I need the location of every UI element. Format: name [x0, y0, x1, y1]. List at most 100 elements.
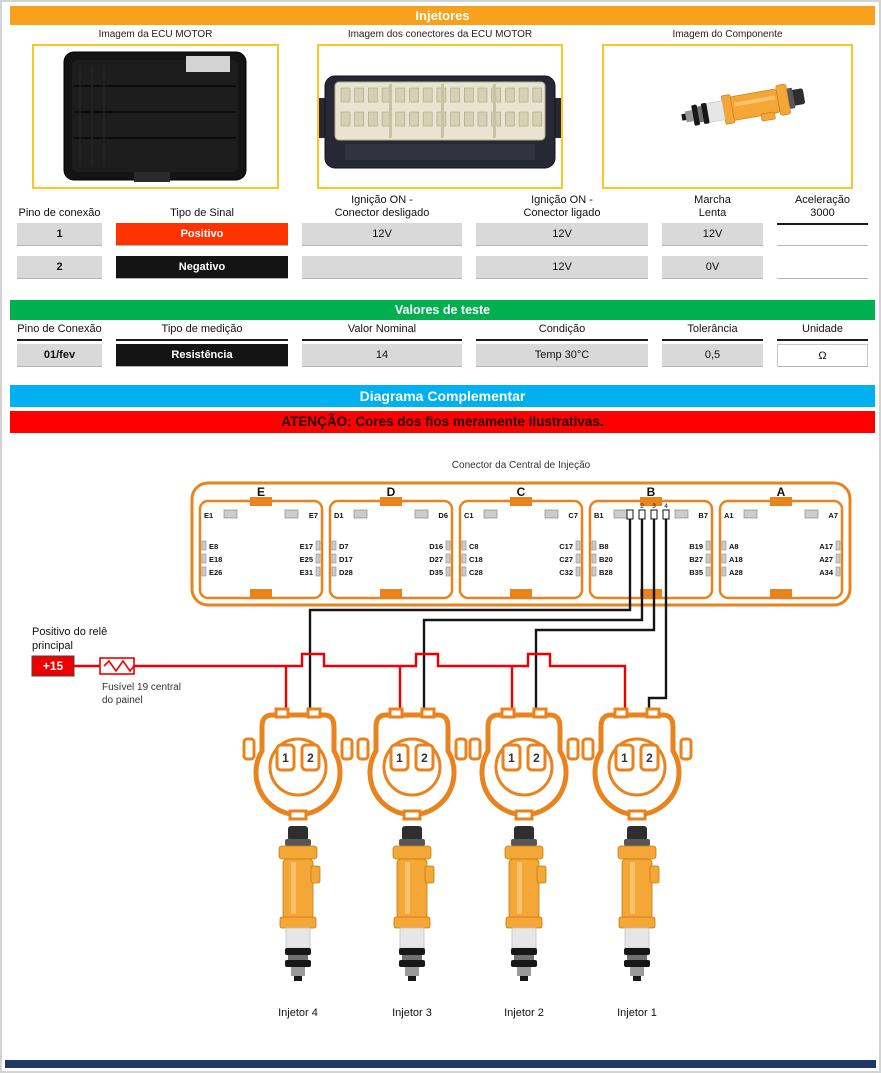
- column-header: Condição: [476, 323, 648, 341]
- injector-connector-1: [583, 709, 691, 819]
- fuse-element: [103, 659, 135, 673]
- pin-label: D16: [429, 542, 443, 551]
- column-header: Marcha Lenta: [662, 194, 763, 225]
- pin-slot: [315, 566, 321, 577]
- pin-slot: [705, 553, 711, 564]
- injector-3-label: Injetor 3: [392, 1007, 432, 1019]
- pin-label: A18: [729, 555, 743, 564]
- injector-4-label: Injetor 4: [278, 1007, 318, 1019]
- pin-slot: [414, 509, 429, 519]
- warning-banner: ATENÇÃO: Cores dos fios meramente ilustr…: [10, 411, 875, 433]
- pin-slot: [331, 540, 337, 551]
- plus15-label: +15: [43, 659, 64, 673]
- pin-slot: [674, 509, 689, 519]
- section-letter: E: [257, 485, 265, 499]
- pin-label: E17: [300, 542, 313, 551]
- test-table-row: 01/fev Resistência 14 Temp 30°C 0,5 Ω: [10, 344, 875, 367]
- diagram-title: Diagrama Complementar: [10, 385, 875, 407]
- pin-slot: [591, 540, 597, 551]
- value-cell: 12V: [476, 256, 648, 279]
- fuse-label-line-1: Fusível 19 central: [102, 682, 181, 693]
- section-bottom-tab: [380, 589, 402, 598]
- pin-slot: [804, 509, 819, 519]
- injector-photo: [602, 44, 853, 189]
- pin-label: B20: [599, 555, 613, 564]
- relay-label-line-1: Positivo do relê: [32, 626, 107, 638]
- pin-label: E31: [300, 568, 313, 577]
- condition-value: Temp 30°C: [476, 344, 648, 367]
- value-cell: 12V: [302, 223, 462, 246]
- ecu-photo-caption: Imagem da ECU MOTOR: [98, 29, 213, 40]
- pin-slot: [705, 540, 711, 551]
- pin-label: E1: [204, 511, 213, 520]
- pin-label: C32: [559, 568, 573, 577]
- ecu-photo-drawing: [63, 51, 247, 182]
- injector-1-label: Injetor 1: [617, 1007, 657, 1019]
- pin-slot: [315, 540, 321, 551]
- page-title: Injetores: [10, 6, 875, 25]
- column-header: Ignição ON - Conector ligado: [476, 194, 648, 225]
- pin-label: C7: [568, 511, 578, 520]
- pin-label: E18: [209, 555, 222, 564]
- pin-label: E7: [309, 511, 318, 520]
- pin-label: D6: [438, 511, 448, 520]
- section-bottom-tab: [250, 589, 272, 598]
- pin-label: E8: [209, 542, 218, 551]
- signal-type-badge: Negativo: [116, 256, 288, 279]
- fuse-label-line-2: do painel: [102, 695, 143, 706]
- section-letter: C: [517, 485, 526, 499]
- unit-value: Ω: [777, 344, 868, 367]
- bottom-bar: [5, 1060, 876, 1068]
- pin-number: 1: [17, 223, 102, 246]
- pin-label: B1: [594, 511, 604, 520]
- injector-connector-3: [358, 709, 466, 819]
- section-letter: B: [647, 485, 656, 499]
- pin-slot: [591, 566, 597, 577]
- pin-number: 2: [17, 256, 102, 279]
- pin-slot: [575, 566, 581, 577]
- pin-label: A17: [819, 542, 833, 551]
- pin-slot: [705, 566, 711, 577]
- injector-photo-drawing: [678, 80, 808, 136]
- pin-slot: [315, 553, 321, 564]
- pin-label: E26: [209, 568, 222, 577]
- section-top-tab: [250, 497, 272, 506]
- pin-label: A28: [729, 568, 743, 577]
- column-header: Unidade: [777, 323, 868, 341]
- pin-label: C28: [469, 568, 483, 577]
- pin-slot: [591, 553, 597, 564]
- signal-wire-injector-4: [308, 519, 632, 745]
- column-header: Ignição ON - Conector desligado: [302, 194, 462, 225]
- test-table-header: Pino de Conexão Tipo de medição Valor No…: [10, 323, 875, 341]
- wire-pin-number: 2: [640, 503, 644, 510]
- pin-label: A27: [819, 555, 833, 564]
- value-cell: [777, 256, 868, 279]
- pin-label: A7: [828, 511, 838, 520]
- pin-label: D7: [339, 542, 349, 551]
- pin-slot: [445, 566, 451, 577]
- pin-slot: [445, 553, 451, 564]
- value-cell: [777, 223, 868, 246]
- relay-label-line-2: principal: [32, 640, 73, 652]
- pin-label: C18: [469, 555, 483, 564]
- value-cell: 12V: [476, 223, 648, 246]
- pin-slot: [223, 509, 238, 519]
- section-bottom-tab: [770, 589, 792, 598]
- value-cell: [302, 256, 462, 279]
- pin-slot: [721, 540, 727, 551]
- ecu-connectors-photo-drawing: [319, 75, 561, 169]
- pin-slot: [201, 540, 207, 551]
- measurement-type-badge: Resistência: [116, 344, 288, 367]
- section-bottom-tab: [640, 589, 662, 598]
- pin-label: B28: [599, 568, 613, 577]
- pin-slot: [835, 540, 841, 551]
- pin-label: D27: [429, 555, 443, 564]
- wire-pin-number: 3: [652, 503, 656, 510]
- wire-pin-slot: [638, 509, 646, 520]
- pin-label: B8: [599, 542, 609, 551]
- injector-4: [278, 825, 321, 982]
- pin-slot: [835, 553, 841, 564]
- pin-label: B7: [698, 511, 708, 520]
- section-letter: D: [387, 485, 396, 499]
